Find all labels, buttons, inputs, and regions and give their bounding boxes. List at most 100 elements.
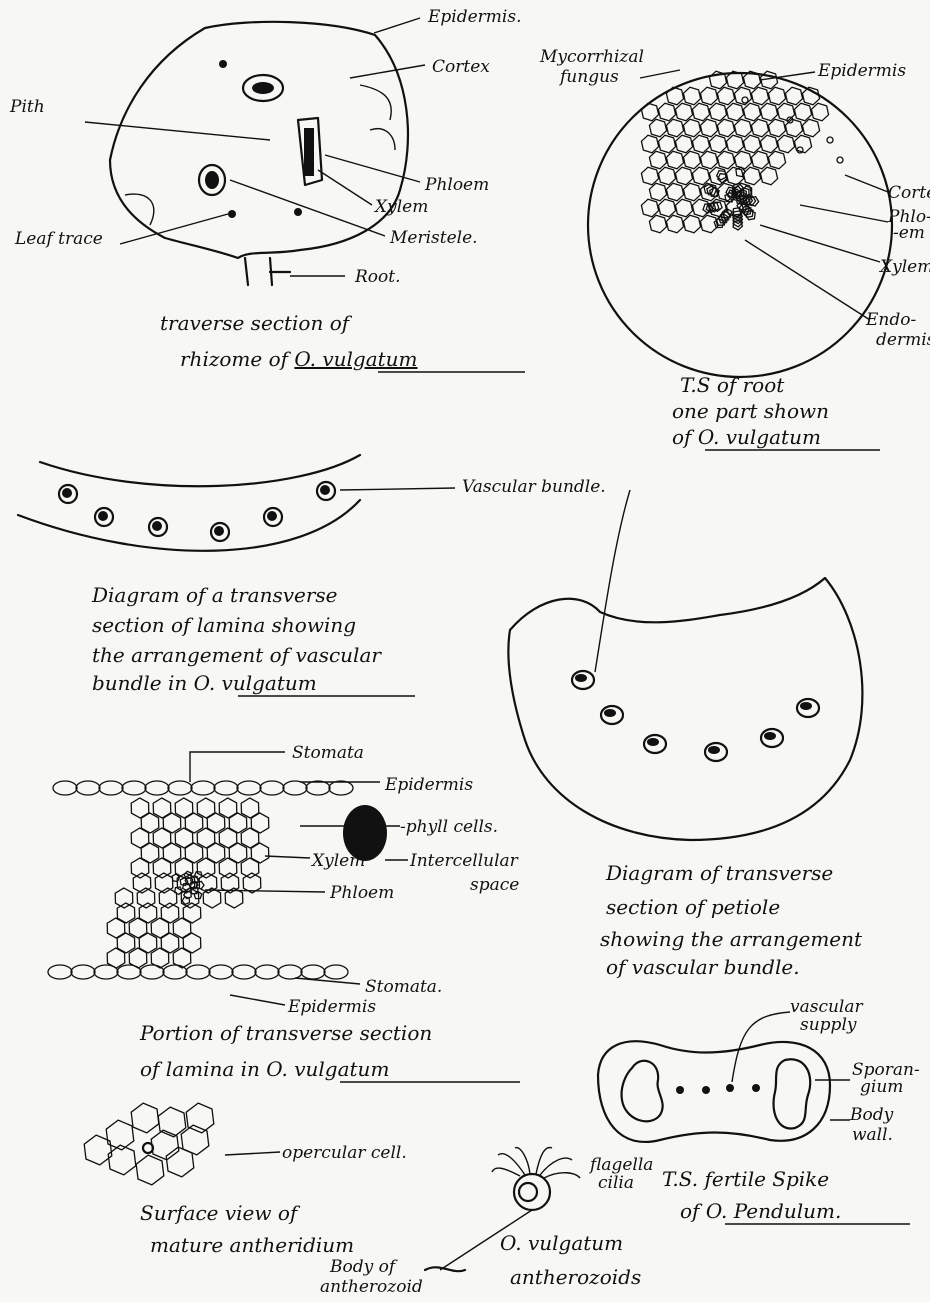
root-cell bbox=[641, 199, 658, 217]
petiole-section: Diagram of transverse section of petiole… bbox=[508, 578, 863, 979]
lamina-bundle-core bbox=[152, 521, 162, 531]
root-cell bbox=[700, 119, 717, 137]
root-cell bbox=[743, 103, 760, 121]
epidermis-cell bbox=[191, 781, 215, 795]
lamina-bundle-core bbox=[62, 488, 72, 498]
leader-stomata-bottom bbox=[295, 978, 360, 984]
lamina-upper-edge bbox=[40, 455, 360, 486]
rhizome-caption-1: traverse section of bbox=[160, 311, 353, 335]
antheridium-caption-2: mature antheridium bbox=[150, 1233, 354, 1257]
petiole-bundles bbox=[572, 671, 819, 761]
epidermis-cell bbox=[53, 781, 77, 795]
root-caption-2: one part shown bbox=[672, 399, 829, 423]
root-cell bbox=[692, 167, 709, 185]
lamina-bundle-core bbox=[214, 526, 224, 536]
petiole-caption-4: of vascular bundle. bbox=[606, 955, 800, 979]
root-cell bbox=[777, 135, 794, 153]
spike-bundle-3 bbox=[726, 1084, 734, 1092]
label-body-wall-2: wall. bbox=[852, 1125, 893, 1145]
mesophyll-cell bbox=[173, 948, 191, 968]
root-cell bbox=[709, 103, 726, 121]
epidermis-cell bbox=[99, 781, 123, 795]
sporangium-right bbox=[774, 1059, 811, 1128]
epidermis-cell bbox=[140, 965, 164, 979]
label-meristele: Meristele. bbox=[389, 228, 478, 248]
label-epidermis: Epidermis. bbox=[427, 7, 521, 27]
label-body-wall: Body bbox=[849, 1105, 894, 1125]
label-antherozoid-body: Body of bbox=[329, 1257, 398, 1277]
cortex-boundary bbox=[360, 85, 391, 120]
petiole-caption-3: showing the arrangement bbox=[600, 927, 863, 951]
label-mycorrhizal-2: fungus bbox=[558, 67, 619, 87]
rhizome-dot-2 bbox=[294, 208, 302, 216]
antheridium-caption-1: Surface view of bbox=[140, 1201, 301, 1225]
root-cell bbox=[683, 87, 700, 105]
jacket-cell bbox=[158, 1107, 186, 1137]
root-cell bbox=[751, 119, 768, 137]
label-stomata-bottom: Stomata. bbox=[365, 977, 442, 997]
root-cell bbox=[658, 103, 675, 121]
lamina-caption-2: section of lamina showing bbox=[92, 613, 356, 637]
root-cell bbox=[734, 119, 751, 137]
spike-section: vascular supply Sporan- gium Body wall. … bbox=[598, 997, 920, 1224]
leader-epidermis-bottom bbox=[230, 995, 285, 1005]
root-cell bbox=[641, 167, 658, 185]
lamina-diagram: Vascular bundle. Diagram of a transverse… bbox=[18, 455, 630, 696]
epidermis-cell bbox=[255, 965, 279, 979]
leader-root-xylem bbox=[760, 225, 880, 262]
lamina-caption-1: Diagram of a transverse bbox=[91, 583, 338, 607]
root-cell bbox=[802, 119, 819, 137]
rhizome-caption-2: rhizome of O. vulgatum bbox=[180, 347, 418, 371]
root-cell bbox=[811, 103, 828, 121]
label-mycorrhizal: Mycorrhizal bbox=[539, 47, 644, 67]
label-vascular-supply-2: supply bbox=[800, 1015, 857, 1035]
root-cell bbox=[683, 215, 700, 233]
petiole-bundle-core bbox=[575, 674, 587, 682]
root-cell bbox=[649, 151, 666, 169]
label-phloem: Phloem bbox=[424, 175, 489, 195]
root-cell bbox=[683, 151, 700, 169]
epidermis-cell bbox=[237, 781, 261, 795]
epidermis-cell bbox=[209, 965, 233, 979]
label-stomata-top: Stomata bbox=[292, 743, 364, 763]
epidermis-cell bbox=[48, 965, 72, 979]
leader-xylem bbox=[318, 170, 372, 205]
petiole-bundle-core bbox=[764, 732, 776, 740]
root-cell bbox=[709, 135, 726, 153]
epidermis-cell bbox=[324, 965, 348, 979]
lamina-caption-4: bundle in O. vulgatum bbox=[92, 671, 317, 695]
leader-root-phloem bbox=[800, 205, 888, 222]
root-cell bbox=[658, 135, 675, 153]
epidermis-cell bbox=[260, 781, 284, 795]
label-phyll-cells: -phyll cells. bbox=[400, 817, 498, 837]
label-flagella-2: cilia bbox=[598, 1173, 634, 1193]
root-section: Mycorrhizal fungus Epidermis Cortex Phlo… bbox=[539, 47, 930, 450]
root-cell bbox=[751, 87, 768, 105]
leader-mycorrhizal bbox=[640, 70, 680, 78]
root-cell bbox=[666, 151, 683, 169]
label-phloem-lamina: Phloem bbox=[329, 883, 394, 903]
jacket-cell bbox=[136, 1155, 164, 1185]
root-cell bbox=[649, 119, 666, 137]
label-intercellular-2: space bbox=[470, 875, 519, 895]
lamina-lower-edge bbox=[18, 500, 360, 551]
mesophyll-cell bbox=[129, 948, 147, 968]
epidermis-cell bbox=[283, 781, 307, 795]
antherozoid-caption-2: antherozoids bbox=[510, 1265, 641, 1289]
label-pith: Pith bbox=[9, 97, 45, 117]
root-cell bbox=[760, 135, 777, 153]
epidermis-cell bbox=[186, 965, 210, 979]
leader-stomata-top bbox=[190, 752, 285, 782]
root-cell bbox=[734, 151, 751, 169]
root-cell bbox=[692, 103, 709, 121]
root-cell bbox=[794, 103, 811, 121]
label-vascular-supply: vascular bbox=[790, 997, 864, 1017]
leader-root-cortex bbox=[845, 175, 888, 192]
leader-vascular-bundle bbox=[340, 488, 455, 490]
root-caption-3: of O. vulgatum bbox=[672, 425, 821, 449]
leader-petiole-bundle bbox=[595, 490, 630, 672]
rhizome-section: Epidermis. Cortex Pith Phloem Xylem Meri… bbox=[9, 7, 525, 372]
label-root-phloem-2: -em bbox=[893, 223, 925, 243]
lamina-caption-3: the arrangement of vascular bbox=[92, 643, 382, 667]
epidermis-cell bbox=[232, 965, 256, 979]
